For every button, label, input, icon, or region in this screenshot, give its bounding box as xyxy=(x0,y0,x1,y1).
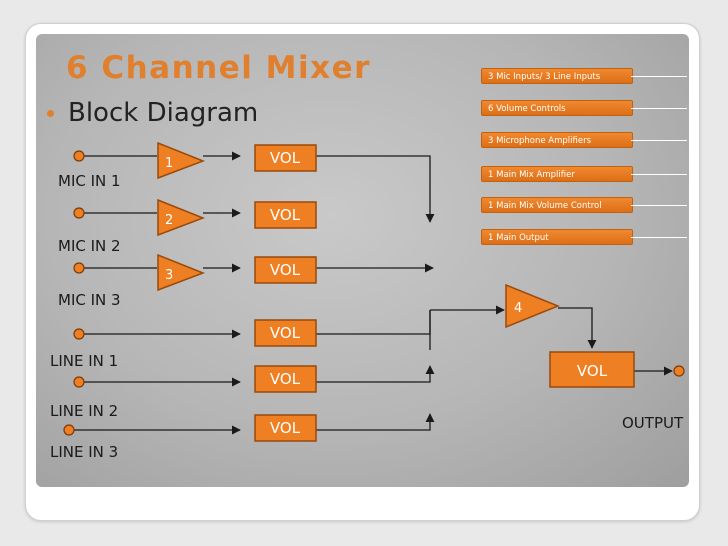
legend-connector-line xyxy=(631,140,687,141)
input-label-mic-2: MIC IN 2 xyxy=(58,237,121,255)
jack-icon xyxy=(73,376,85,388)
vol-box-6 xyxy=(254,414,317,442)
input-label-line-2: LINE IN 2 xyxy=(50,402,119,420)
bus-arrow xyxy=(316,413,435,431)
bullet-block-diagram: Block Diagram xyxy=(47,98,258,128)
main-amplifier-number: 4 xyxy=(514,301,522,316)
input-label-line-1: LINE IN 1 xyxy=(50,352,119,370)
legend-connector-line xyxy=(631,76,687,77)
main-vol-box xyxy=(549,351,635,388)
vol-box-4 xyxy=(254,319,317,347)
jack-icon xyxy=(73,150,85,162)
amplifier-1-number: 1 xyxy=(165,156,173,171)
vol-label: VOL xyxy=(270,324,301,342)
output-label: OUTPUT xyxy=(622,414,684,432)
output-jack-icon xyxy=(673,365,685,377)
jack-icon xyxy=(73,262,85,274)
input-label-mic-1: MIC IN 1 xyxy=(58,172,121,190)
amplifier-2-icon xyxy=(157,198,206,237)
vol-box-5 xyxy=(254,365,317,393)
vol-label: VOL xyxy=(270,419,301,437)
vol-label: VOL xyxy=(270,206,301,224)
legend-connector-line xyxy=(631,174,687,175)
main-vol-label: VOL xyxy=(577,362,608,380)
bullet-text: Block Diagram xyxy=(68,98,259,128)
input-label-line-3: LINE IN 3 xyxy=(50,443,119,461)
arrow-to-main-vol xyxy=(558,307,597,349)
amplifier-3-icon xyxy=(157,253,206,292)
bus-wire xyxy=(316,310,431,335)
bus-arrow xyxy=(316,155,435,223)
amplifier-3-number: 3 xyxy=(165,268,173,283)
legend-item-volume-controls: 6 Volume Controls xyxy=(481,100,633,116)
bus-arrow xyxy=(316,365,435,383)
vol-box-3 xyxy=(254,256,317,284)
legend-connector-line xyxy=(631,205,687,206)
vol-box-2 xyxy=(254,201,317,229)
amplifier-1-icon xyxy=(157,141,206,180)
legend-connector-line xyxy=(631,237,687,238)
vol-box-1 xyxy=(254,144,317,172)
bullet-icon xyxy=(47,109,54,117)
jack-icon xyxy=(73,328,85,340)
vol-label: VOL xyxy=(270,261,301,279)
legend-connector-line xyxy=(631,108,687,109)
vol-label: VOL xyxy=(270,149,301,167)
slide-title: 6 Channel Mixer xyxy=(66,50,371,86)
vol-label: VOL xyxy=(270,370,301,388)
input-label-mic-3: MIC IN 3 xyxy=(58,291,121,309)
jack-icon xyxy=(63,424,75,436)
amplifier-2-number: 2 xyxy=(165,213,173,228)
main-amplifier-icon xyxy=(505,283,561,329)
legend-item-main-output: 1 Main Output xyxy=(481,229,633,245)
jack-icon xyxy=(73,207,85,219)
legend-item-inputs: 3 Mic Inputs/ 3 Line Inputs xyxy=(481,68,633,84)
